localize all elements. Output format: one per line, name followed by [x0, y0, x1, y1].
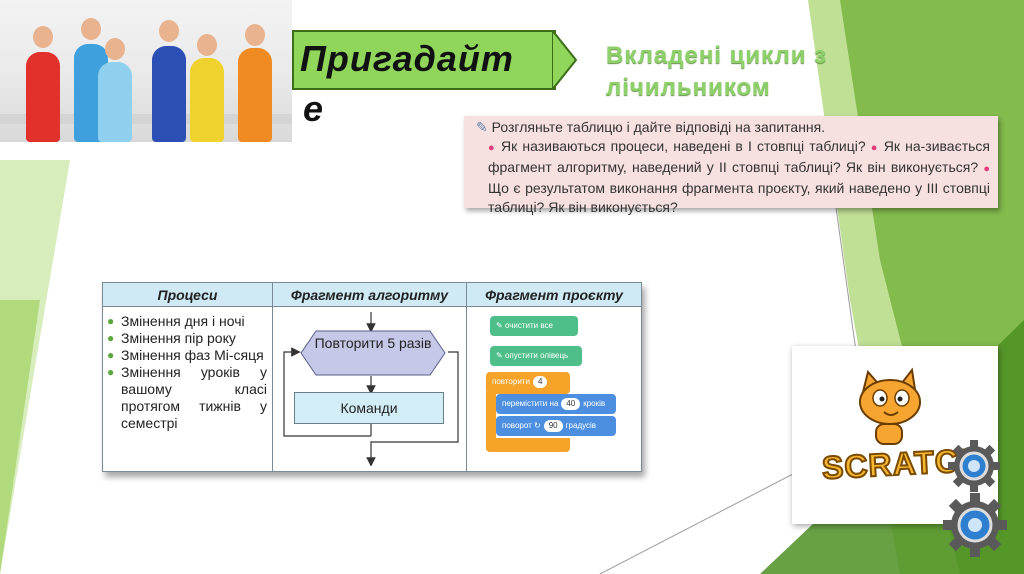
processes-column: Змінення дня і ночі Змінення пір року Зм…: [103, 307, 273, 471]
algorithm-column: [273, 307, 467, 471]
question-item: Що є результатом виконання фрагмента про…: [488, 180, 990, 215]
gear-icon: [948, 440, 1000, 492]
loop-hexagon: [300, 330, 446, 376]
student-head: [197, 34, 217, 56]
turn-value: 90: [543, 420, 563, 432]
process-list: Змінення дня і ночі Змінення пір року Зм…: [107, 313, 267, 432]
student: [238, 48, 272, 142]
clear-block: ✎ очистити все: [490, 316, 578, 336]
student: [98, 62, 132, 142]
pen-icon: ✎: [496, 321, 503, 330]
header-processes: Процеси: [103, 283, 273, 307]
rotate-cw-icon: ↻: [534, 421, 541, 430]
student-head: [245, 24, 265, 46]
pencil-icon: ✎: [476, 119, 488, 135]
bullet-icon: ●: [983, 163, 990, 175]
title-line-1: Пригадайт: [300, 38, 514, 79]
title-line-2: е: [303, 88, 325, 129]
repeat-block-bottom: [486, 438, 570, 452]
bullet-icon: ●: [488, 142, 496, 154]
scratch-script: ✎ очистити все ✎ опустити олівець повтор…: [486, 314, 616, 460]
question-intro: ✎ Розгляньте таблицю і дайте відповіді н…: [476, 118, 990, 137]
scratch-cat-icon: [859, 367, 921, 445]
process-item: Змінення уроків у вашому класі протягом …: [107, 364, 267, 432]
student: [152, 46, 186, 142]
move-value: 40: [561, 398, 581, 410]
turn-unit: градусів: [565, 421, 597, 430]
pen-icon: ✎: [496, 351, 503, 360]
student-head: [33, 26, 53, 48]
student: [190, 58, 224, 142]
header-algorithm: Фрагмент алгоритму: [273, 283, 467, 307]
classroom-photo: [0, 0, 292, 142]
turn-label: поворот: [502, 421, 532, 430]
repeat-block-side: [486, 392, 496, 450]
commands-box: Команди: [294, 392, 444, 424]
student-head: [105, 38, 125, 60]
repeat-label: повторити: [492, 377, 530, 386]
question-intro-text: Розгляньте таблицю і дайте відповіді на …: [491, 119, 826, 135]
gear-icon: [943, 493, 1007, 557]
lesson-subtitle: Вкладені цикли з лічильником: [606, 42, 828, 101]
pen-down-label: опустити олівець: [504, 351, 569, 360]
question-box: ✎ Розгляньте таблицю і дайте відповіді н…: [464, 116, 998, 215]
process-item: Змінення фаз Мі-сяця: [107, 347, 267, 364]
title-box: [292, 30, 556, 90]
move-unit: кроків: [583, 399, 606, 408]
header-project: Фрагмент проєкту: [467, 283, 641, 307]
clear-label: очистити все: [504, 321, 553, 330]
title-arrow-icon: [552, 30, 578, 90]
pen-down-block: ✎ опустити олівець: [490, 346, 582, 366]
loop-label: Повторити 5 разів: [314, 335, 432, 351]
question-item: Як називаються процеси, наведені в І сто…: [501, 138, 866, 154]
question-item: Як на-зивається фрагмент алгоритму, наве…: [488, 138, 991, 175]
desk: [0, 114, 292, 124]
page-title: Пригадайт е: [300, 36, 560, 129]
student-head: [159, 20, 179, 42]
student: [26, 52, 60, 142]
bullet-icon: ●: [870, 142, 879, 154]
flowchart-lines: [283, 312, 459, 466]
move-label: перемістити на: [502, 399, 559, 408]
repeat-count: 4: [532, 376, 548, 388]
process-item: Змінення пір року: [107, 330, 267, 347]
student-head: [81, 18, 101, 40]
question-items: ● Як називаються процеси, наведені в І с…: [476, 137, 990, 217]
process-item: Змінення дня і ночі: [107, 313, 267, 330]
